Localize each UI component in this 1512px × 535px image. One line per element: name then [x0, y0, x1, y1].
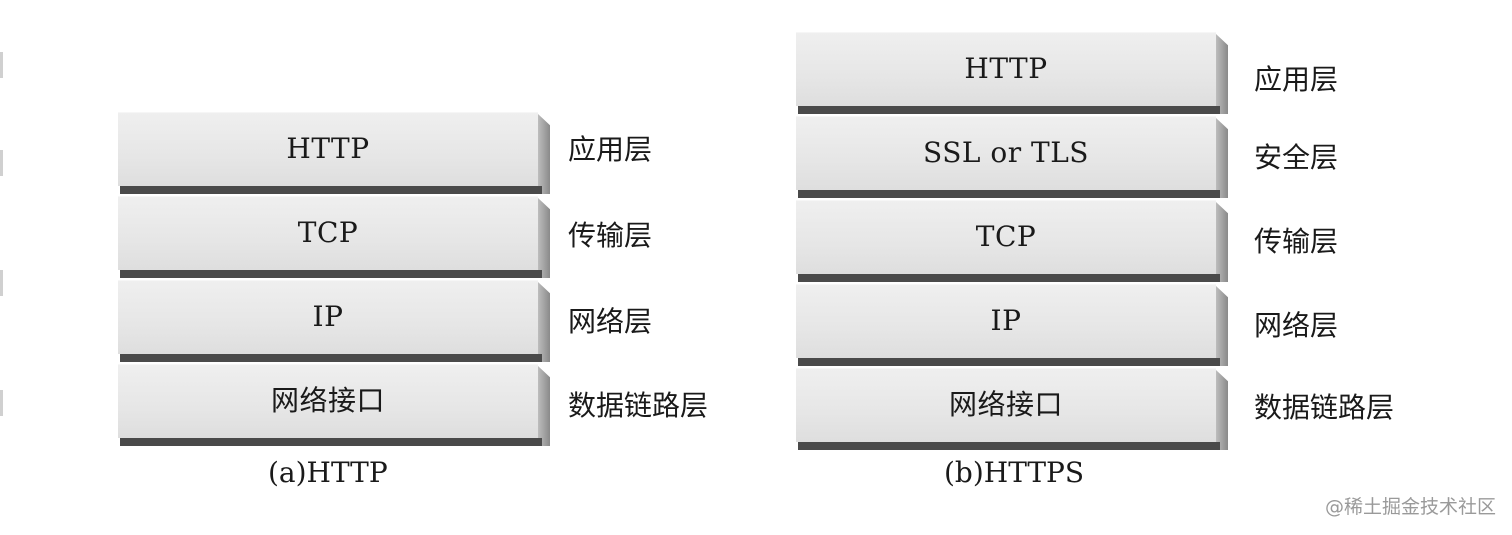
- layer-name: TCP: [297, 216, 359, 249]
- http-stack-layer-transport: TCP: [118, 196, 550, 278]
- layer-name: SSL or TLS: [923, 136, 1089, 169]
- scan-edge-mark: [0, 270, 3, 296]
- http-layer-label-link: 数据链路层: [568, 389, 709, 422]
- https-stack-layer-security: SSL or TLS: [796, 116, 1228, 198]
- layer-name: HTTP: [286, 132, 370, 165]
- https-layer-label-link: 数据链路层: [1254, 391, 1395, 424]
- http-caption: (a)HTTP: [268, 456, 388, 489]
- https-stack-layer-link: 网络接口: [796, 368, 1228, 450]
- layer-name: IP: [990, 304, 1022, 337]
- http-layer-label-application: 应用层: [568, 133, 653, 166]
- https-layer-label-network: 网络层: [1254, 309, 1339, 342]
- http-stack-layer-application: HTTP: [118, 112, 550, 194]
- http-stack-layer-link: 网络接口: [118, 364, 550, 446]
- https-stack-layer-transport: TCP: [796, 200, 1228, 282]
- layer-name: 网络接口: [948, 388, 1063, 421]
- http-layer-label-network: 网络层: [568, 305, 653, 338]
- scan-edge-mark: [0, 390, 3, 416]
- watermark: @稀土掘金技术社区: [1324, 496, 1496, 518]
- layer-name: IP: [312, 300, 344, 333]
- scan-edge-mark: [0, 52, 3, 78]
- http-layer-label-transport: 传输层: [568, 219, 653, 252]
- layer-name: HTTP: [964, 52, 1048, 85]
- scan-edge-mark: [0, 150, 3, 176]
- https-layer-label-application: 应用层: [1254, 63, 1339, 96]
- https-layer-label-security: 安全层: [1254, 141, 1339, 174]
- layer-name: TCP: [975, 220, 1037, 253]
- layer-name: 网络接口: [270, 384, 385, 417]
- https-stack-layer-application: HTTP: [796, 32, 1228, 114]
- https-stack-layer-network: IP: [796, 284, 1228, 366]
- https-layer-label-transport: 传输层: [1254, 225, 1339, 258]
- http-stack-layer-network: IP: [118, 280, 550, 362]
- https-caption: (b)HTTPS: [944, 456, 1085, 489]
